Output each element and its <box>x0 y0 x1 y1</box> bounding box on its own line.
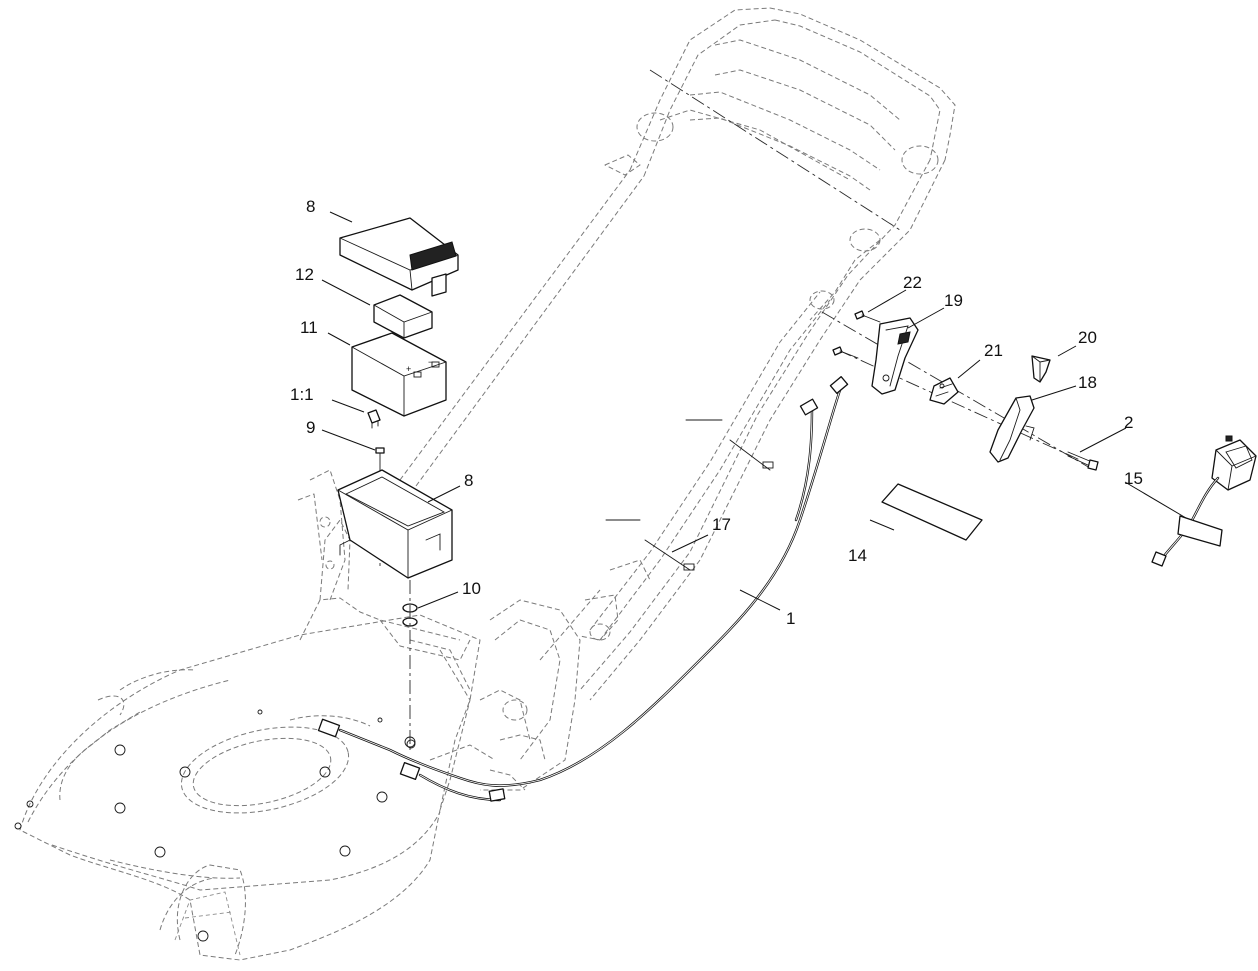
callout-18: 18 <box>1078 373 1097 392</box>
svg-text:+: + <box>406 364 411 374</box>
foam-spacer <box>373 294 433 339</box>
control-parts <box>821 310 1257 567</box>
battery-tray <box>337 469 453 579</box>
switch <box>929 377 959 405</box>
callout-20: 20 <box>1078 328 1097 347</box>
decal <box>881 483 983 541</box>
washers <box>402 580 418 750</box>
callout-17: 17 <box>712 515 731 534</box>
switch-housing <box>871 317 919 395</box>
switch-cover <box>989 395 1035 463</box>
fuse <box>367 409 381 429</box>
battery-cover <box>339 217 459 297</box>
key-plug <box>1031 355 1051 383</box>
callout-1-1: 1:1 <box>290 385 314 404</box>
callout-1: 1 <box>786 609 795 628</box>
handle-assembly <box>297 7 956 791</box>
pin <box>1067 451 1099 471</box>
callout-12: 12 <box>295 265 314 284</box>
callout-22: 22 <box>903 273 922 292</box>
leader-lines <box>321 211 1187 611</box>
callout-11: 11 <box>300 318 318 337</box>
callout-14: 14 <box>848 546 867 565</box>
wire-harness <box>317 376 849 802</box>
callout-9: 9 <box>306 418 315 437</box>
svg-text:−: − <box>428 357 433 367</box>
mower-deck <box>14 519 481 961</box>
callout-8-tray: 8 <box>464 471 473 490</box>
callout-labels: 8 12 11 1:1 9 8 10 1 17 14 15 2 18 20 21… <box>290 197 1143 628</box>
charger <box>1151 435 1257 567</box>
callout-21: 21 <box>984 341 1003 360</box>
battery-stack: + − <box>337 217 459 750</box>
screw-22 <box>832 310 881 359</box>
callout-19: 19 <box>944 291 963 310</box>
callout-15: 15 <box>1124 469 1143 488</box>
callout-10: 10 <box>462 579 481 598</box>
battery: + − <box>351 332 447 417</box>
callout-8-cover: 8 <box>306 197 315 216</box>
callout-2: 2 <box>1124 413 1133 432</box>
